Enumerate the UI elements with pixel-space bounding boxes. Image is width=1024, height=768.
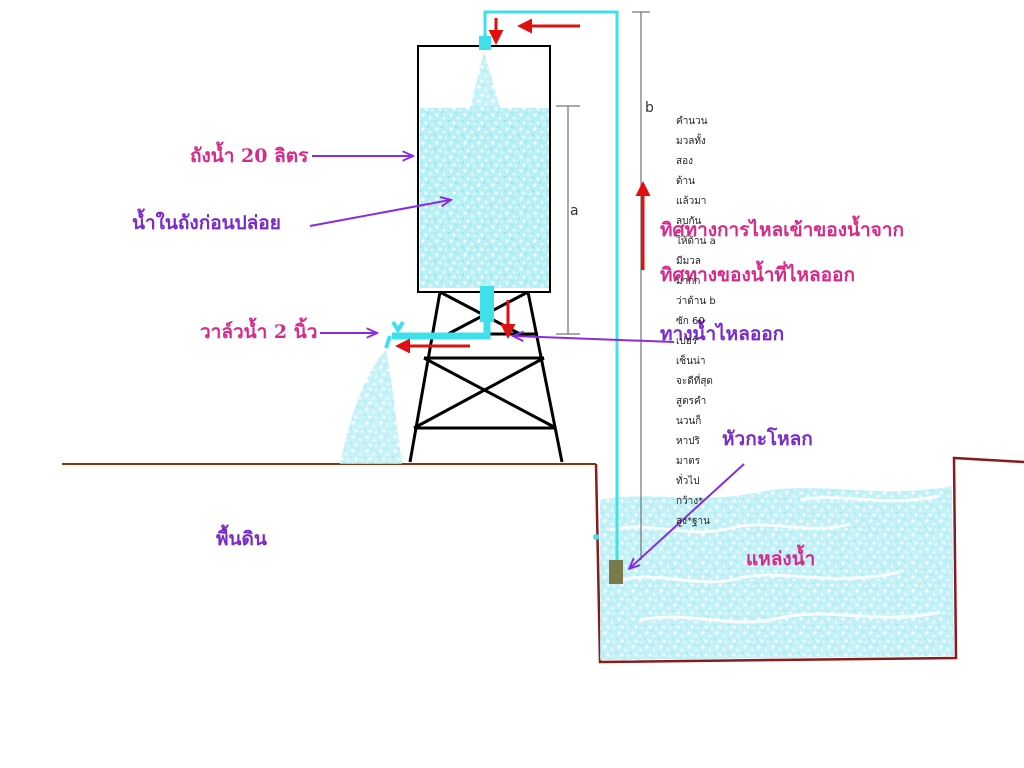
calc-note-line: มวลทั้ง [676, 136, 706, 147]
pit-marker [593, 534, 599, 540]
calc-note-line: มีมวล [676, 256, 701, 267]
calc-note-line: ทั่วไป [676, 476, 700, 487]
flow-in-label-line1: ทิศทางการไหลเข้าของน้ำจาก [660, 219, 904, 241]
flow-arrows [395, 18, 651, 354]
water-source-label: แหล่งน้ำ [746, 548, 816, 570]
calculation-note: คำนวนมวลทั้งสองด้านแล้วมาลบกันให้ด้าน a ม… [676, 112, 720, 532]
dimension-a [556, 105, 580, 335]
calc-note-line: หาปริ [676, 436, 700, 447]
inlet-pipe [483, 10, 619, 560]
ground-label: พื้นดิน [216, 528, 267, 550]
calc-note-line: ลบกัน [676, 216, 702, 227]
pump-head-label: หัวกะโหลก [722, 428, 813, 450]
calc-note-line: ให้ด้าน a [676, 236, 716, 247]
calc-note-line: ซัก 60 [676, 316, 705, 327]
calc-note-line: นวนก็ [676, 416, 702, 427]
calc-note-line: เซ็นน่า [676, 356, 706, 367]
flow-in-label-line2: ทิศทางของน้ำที่ไหลออก [660, 264, 855, 286]
dimension-b-label: b [645, 100, 654, 116]
outflow-spray [340, 350, 402, 464]
calc-note-line: คำนวน [676, 116, 708, 127]
calc-note-line: สอง [676, 156, 693, 167]
calc-note-line: ว่าด้าน b [676, 296, 716, 307]
tank-outlet [480, 286, 494, 322]
calc-note-line: มาตร [676, 456, 701, 467]
inlet-spray [470, 52, 500, 108]
tank-water [420, 108, 549, 288]
pit-water [600, 486, 954, 660]
outflow-label: ทางน้ำไหลออก [660, 323, 785, 345]
calc-note-line: มากก [676, 276, 701, 287]
calc-note-line: สูง*ฐาน [676, 516, 710, 527]
label-pointers [309, 156, 745, 568]
pump-head [609, 560, 623, 584]
calc-note-line: ด้าน [676, 176, 695, 187]
water-in-tank-label: น้ำในถังก่อนปล่อย [132, 212, 281, 234]
inlet-nozzle [479, 36, 491, 50]
pit-water-waves [609, 494, 941, 624]
calc-note-line: กว้าง* [676, 496, 704, 507]
valve-icon [384, 320, 405, 349]
water-pit [594, 456, 1024, 664]
calc-note-line: สูตรคำ [676, 396, 707, 407]
valve-label: วาล์วน้ำ 2 นิ้ว [200, 321, 318, 343]
tank-label: ถังน้ำ 20 ลิตร [190, 145, 309, 167]
calc-note-line: จะดีที่สุด [676, 376, 713, 387]
calc-note-line: แล้วมา [676, 196, 707, 207]
outflow-pipe [392, 322, 491, 340]
calc-note-line: เปอร์ [676, 336, 698, 347]
dimension-b [632, 11, 650, 560]
dimension-a-label: a [570, 203, 579, 219]
